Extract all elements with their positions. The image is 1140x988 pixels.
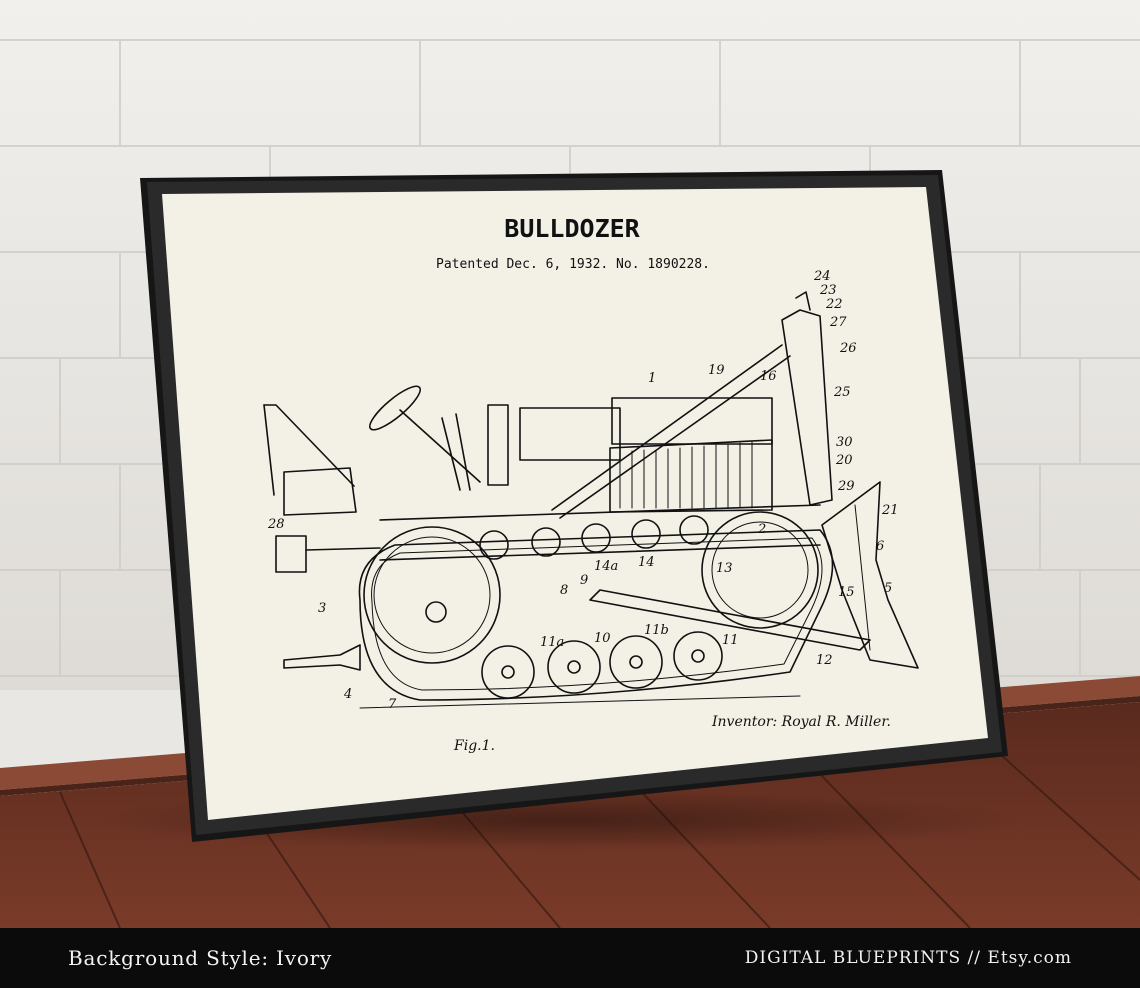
part-label: 4 xyxy=(343,687,352,702)
part-label: 11 xyxy=(722,633,739,648)
part-label: 12 xyxy=(816,653,833,668)
part-label: 7 xyxy=(388,697,397,712)
part-label: 26 xyxy=(839,341,857,356)
poster-title: BULLDOZER xyxy=(504,214,640,243)
poster-subtitle: Patented Dec. 6, 1932. No. 1890228. xyxy=(436,257,710,272)
part-label: 11b xyxy=(644,623,669,638)
part-label: 21 xyxy=(881,503,899,518)
part-label: 27 xyxy=(829,315,847,330)
road-wheels xyxy=(481,631,723,699)
part-label: 13 xyxy=(716,561,733,576)
shop-credit-caption: DIGITAL BLUEPRINTS // Etsy.com xyxy=(744,948,1072,968)
part-label: 5 xyxy=(884,581,892,596)
part-label: 16 xyxy=(760,369,777,384)
part-label: 24 xyxy=(813,269,831,284)
poster-scene: BULLDOZER Patented Dec. 6, 1932. No. 189… xyxy=(0,0,1140,928)
part-label: 11a xyxy=(540,635,564,650)
part-label: 14 xyxy=(638,555,655,570)
part-label: 20 xyxy=(835,453,853,468)
part-label: 22 xyxy=(825,297,843,312)
part-label: 3 xyxy=(318,601,326,616)
part-label: 29 xyxy=(837,479,855,494)
part-label: 6 xyxy=(876,539,884,554)
part-label: 8 xyxy=(560,583,568,598)
background-style-caption: Background Style: Ivory xyxy=(68,946,333,970)
part-label: 1 xyxy=(648,371,656,386)
part-label: 9 xyxy=(580,573,588,588)
part-label: 23 xyxy=(819,283,837,298)
inventor-signature: Inventor: Royal R. Miller. xyxy=(711,714,891,730)
part-label: 2 xyxy=(757,522,766,537)
caption-bar: Background Style: Ivory DIGITAL BLUEPRIN… xyxy=(0,928,1140,988)
figure-label: Fig.1. xyxy=(453,738,495,754)
part-label: 19 xyxy=(708,363,725,378)
part-number-labels: 1 2 3 4 5 6 7 8 9 10 11 11a 11b 12 13 14… xyxy=(267,269,899,712)
part-label: 30 xyxy=(836,435,853,450)
part-label: 28 xyxy=(267,517,285,532)
part-label: 25 xyxy=(833,385,851,400)
bulldozer-drawing xyxy=(263,291,919,709)
part-label: 15 xyxy=(838,585,855,600)
part-label: 10 xyxy=(594,631,611,646)
part-label: 14a xyxy=(594,559,618,574)
